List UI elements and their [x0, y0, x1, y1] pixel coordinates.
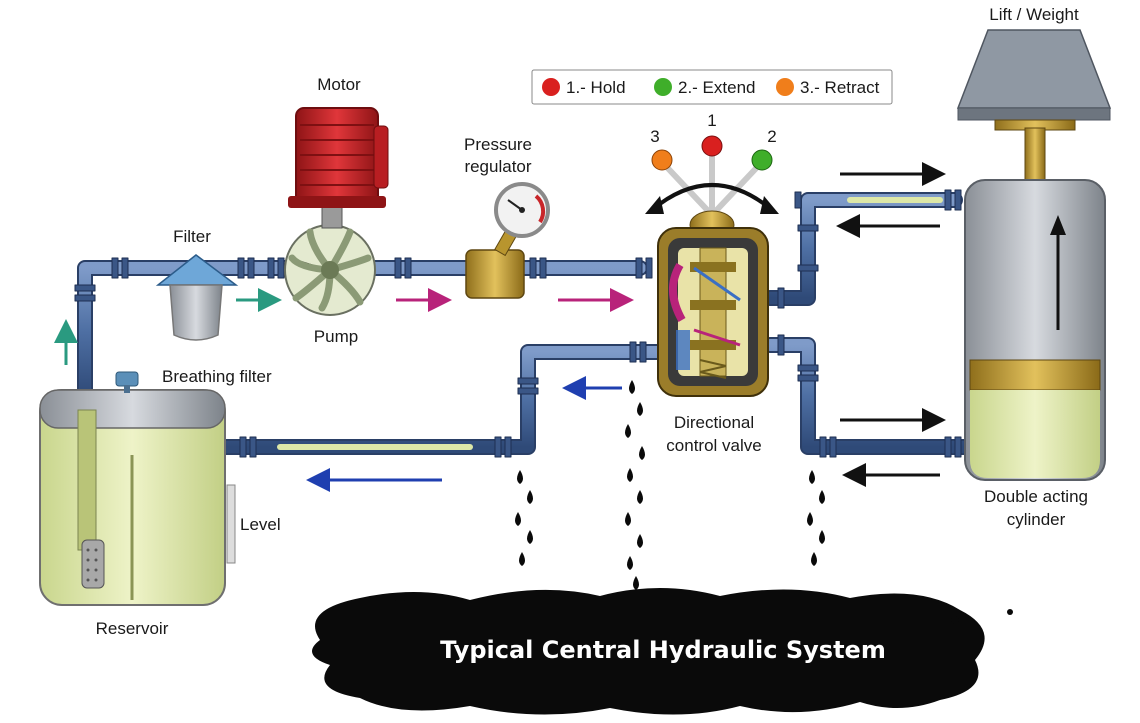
diagram-title: Typical Central Hydraulic System: [440, 636, 886, 664]
legend-extend-dot: [654, 78, 672, 96]
legend-extend-label: 2.- Extend: [678, 78, 756, 97]
knob-extend: [751, 149, 773, 171]
pump-label: Pump: [314, 327, 358, 346]
knob-hold: [701, 135, 723, 157]
return-pipe: [220, 346, 666, 453]
legend-retract-dot: [776, 78, 794, 96]
pressure-regulator: [465, 182, 550, 299]
strainer-holes: [86, 548, 98, 582]
flow-arrows: [54, 162, 946, 492]
double-acting-cylinder: [956, 29, 1112, 481]
cylinder-up-arrow: [1050, 215, 1066, 235]
filter-label: Filter: [173, 227, 211, 246]
directional-valve-label-2: control valve: [666, 436, 761, 455]
cylinder-label-2: cylinder: [1007, 510, 1066, 529]
pressure-regulator-label-2: regulator: [464, 157, 531, 176]
motor-fins: [300, 124, 374, 186]
component-labels: Motor Filter Pump Pressure regulator Bre…: [96, 5, 1088, 664]
legend-hold-label: 1.- Hold: [566, 78, 626, 97]
directional-control-valve: [645, 135, 779, 397]
legend-box: [531, 69, 893, 105]
lever-swing-arc: [650, 183, 774, 212]
drips-center: [625, 380, 645, 590]
lift-weight-label: Lift / Weight: [989, 5, 1079, 24]
knob-retract: [651, 149, 673, 171]
cylinder-cap-side-pipe: [764, 339, 971, 453]
valve-legend: 1.- Hold 2.- Extend 3.- Retract: [531, 69, 893, 105]
pipe-network: [74, 189, 973, 458]
motor-label: Motor: [317, 75, 361, 94]
drips-left: [515, 470, 533, 566]
valve-spring: [699, 359, 727, 379]
lever-number-1: 1: [707, 111, 716, 130]
directional-valve-label-1: Directional: [674, 413, 754, 432]
pipe-flanges: [74, 189, 962, 458]
pump: [284, 224, 376, 316]
oil-spill: [312, 588, 985, 715]
level-label: Level: [240, 515, 281, 534]
cylinder-rod-side-pipe: [764, 194, 961, 304]
suction-pressure-pipe: [79, 262, 646, 401]
breathing-filter-label: Breathing filter: [162, 367, 272, 386]
lever-number-3: 3: [650, 127, 659, 146]
legend-hold-dot: [542, 78, 560, 96]
drips-right: [807, 470, 825, 566]
cylinder-label-1: Double acting: [984, 487, 1088, 506]
pressure-regulator-label-1: Pressure: [464, 135, 532, 154]
oil-leak: [312, 380, 1013, 715]
lever-number-2: 2: [767, 127, 776, 146]
piston: [969, 359, 1101, 391]
motor: [288, 107, 389, 229]
filter: [155, 254, 239, 341]
level-gauge: [226, 484, 236, 564]
lift-weight: [956, 29, 1112, 109]
reservoir-label: Reservoir: [96, 619, 169, 638]
valve-spool: [690, 262, 736, 350]
breathing-filter-cap: [115, 371, 139, 387]
legend-retract-label: 3.- Retract: [800, 78, 880, 97]
reservoir: [39, 371, 236, 606]
